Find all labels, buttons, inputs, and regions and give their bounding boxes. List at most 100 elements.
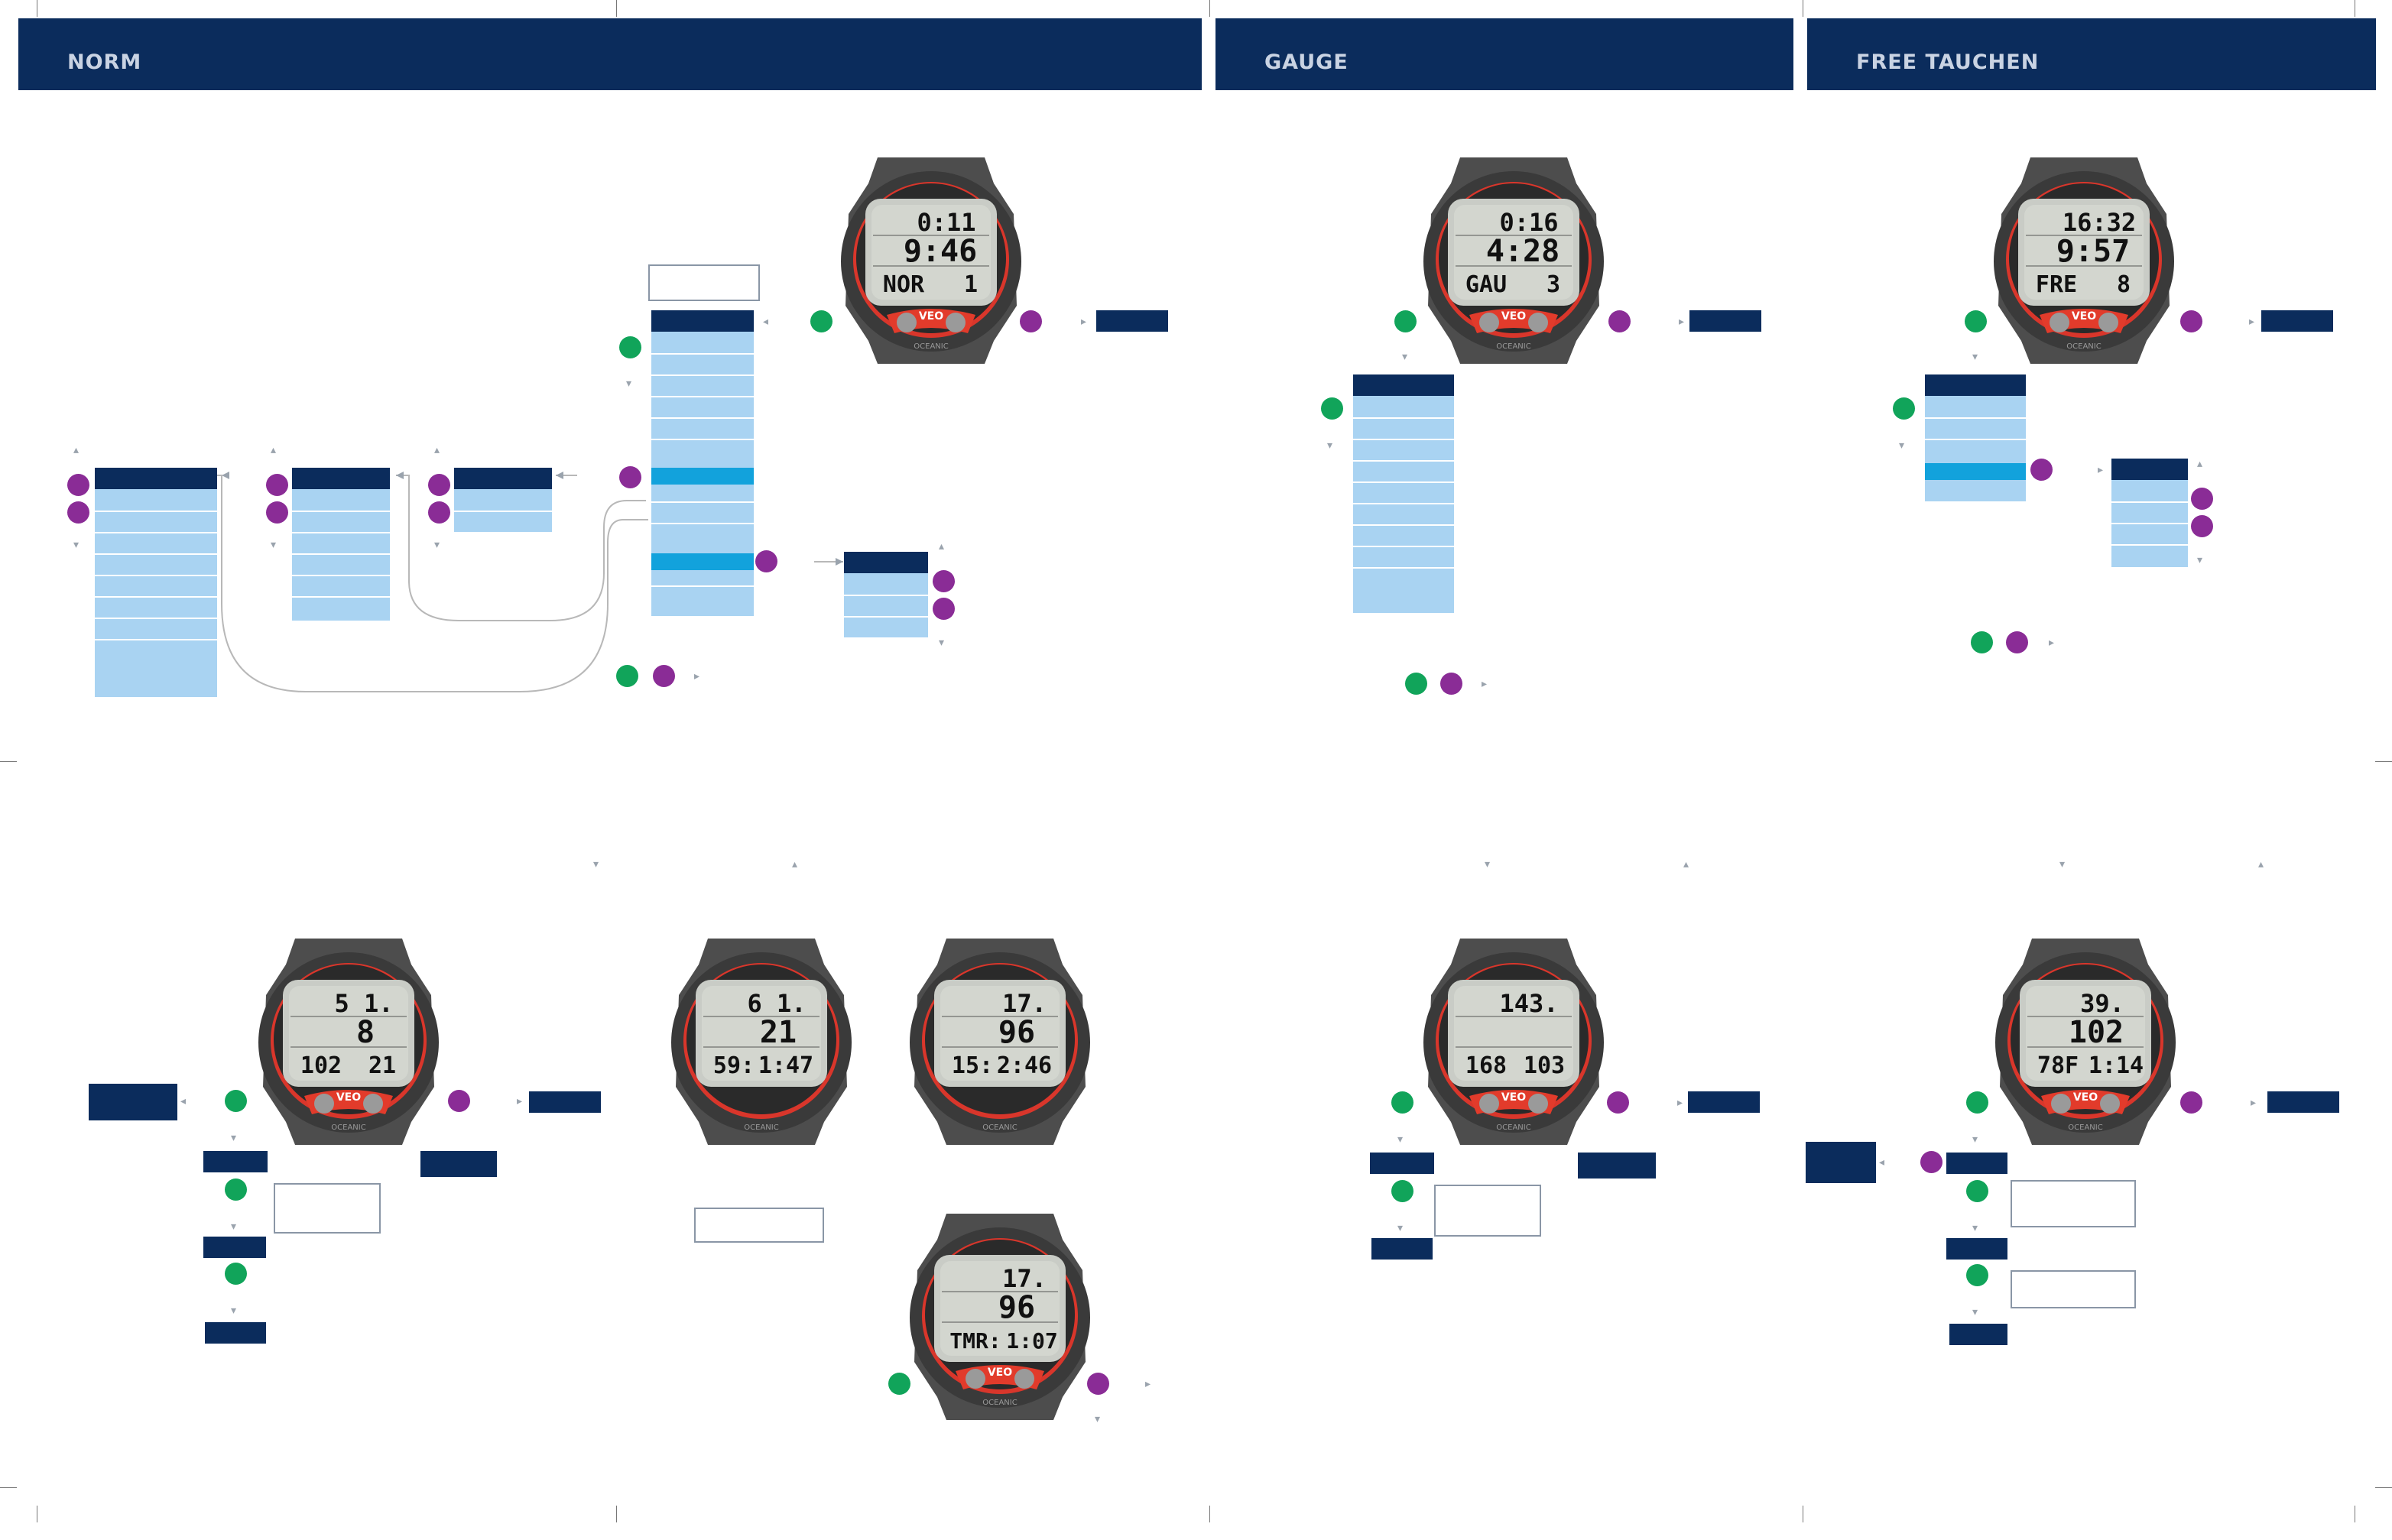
label-box (529, 1091, 601, 1113)
purple-button-icon[interactable] (448, 1090, 470, 1112)
green-button-icon[interactable] (1321, 397, 1343, 420)
purple-button-icon[interactable] (1087, 1373, 1109, 1395)
menu-divider (651, 353, 754, 355)
green-button-icon[interactable] (1966, 1180, 1988, 1202)
green-button-icon[interactable] (1966, 1264, 1988, 1286)
menu-highlight-row[interactable] (651, 553, 754, 570)
purple-button-icon[interactable] (933, 598, 955, 620)
svg-text:OCEANIC: OCEANIC (2068, 1123, 2102, 1132)
green-button-icon[interactable] (225, 1179, 247, 1201)
purple-button-icon[interactable] (1440, 673, 1462, 695)
arrow-down-icon: ▾ (1972, 351, 1978, 363)
green-button-icon[interactable] (1966, 1091, 1988, 1114)
green-button-icon[interactable] (1405, 673, 1427, 695)
purple-button-icon[interactable] (1020, 310, 1042, 332)
crop-mark (616, 1506, 617, 1522)
purple-button-icon[interactable] (653, 665, 675, 687)
green-button-icon[interactable] (1893, 397, 1915, 420)
green-button-icon[interactable] (1391, 1091, 1413, 1114)
purple-button-icon[interactable] (755, 550, 777, 572)
green-button-icon[interactable] (888, 1373, 910, 1395)
green-button-icon[interactable] (1391, 1180, 1413, 1202)
menu-divider (1925, 439, 2026, 440)
arrow-right-icon: ▸ (1679, 316, 1685, 328)
free-submenu[interactable] (2111, 459, 2188, 567)
svg-text:VEO: VEO (2073, 1091, 2098, 1104)
menu-divider (1353, 439, 1454, 440)
purple-button-icon[interactable] (1920, 1151, 1942, 1173)
menu-divider (95, 618, 217, 619)
menu-divider (292, 532, 390, 533)
menu-divider (95, 575, 217, 576)
svg-text:1:47: 1:47 (758, 1052, 813, 1079)
svg-text:VEO: VEO (2072, 310, 2096, 323)
purple-button-icon[interactable] (2030, 459, 2053, 481)
svg-text:0:11: 0:11 (917, 208, 975, 237)
svg-text:9:46: 9:46 (904, 234, 977, 269)
norm-submenu-left[interactable] (95, 468, 217, 697)
crop-mark (0, 761, 17, 762)
green-button-icon[interactable] (1965, 310, 1987, 332)
norm-main-menu[interactable] (651, 310, 754, 616)
menu-highlight-row[interactable] (651, 468, 754, 485)
svg-text:21: 21 (760, 1015, 797, 1050)
arrow-down-icon: ▾ (1972, 1306, 1978, 1318)
free-menu[interactable] (1925, 374, 2026, 501)
info-box (2011, 1270, 2136, 1308)
norm-submenu-right[interactable] (844, 552, 928, 637)
purple-button-icon[interactable] (1607, 1091, 1629, 1114)
green-button-icon[interactable] (1971, 631, 1993, 653)
label-box (2261, 310, 2333, 332)
purple-button-icon[interactable] (266, 474, 288, 496)
menu-divider (1353, 546, 1454, 547)
svg-text:OCEANIC: OCEANIC (1496, 342, 1530, 351)
menu-divider (95, 639, 217, 640)
label-box (1689, 310, 1761, 332)
green-button-icon[interactable] (225, 1263, 247, 1285)
green-button-icon[interactable] (616, 665, 638, 687)
purple-button-icon[interactable] (2180, 310, 2202, 332)
arrow-down-icon: ▾ (1402, 351, 1408, 363)
purple-button-icon[interactable] (428, 474, 450, 496)
watch-body: VEO OCEANIC 0:11 9:46 NOR 1 (841, 157, 1021, 364)
gauge-menu[interactable] (1353, 374, 1454, 613)
menu-divider (844, 616, 928, 618)
norm-submenu-middle[interactable] (292, 468, 390, 621)
purple-button-icon[interactable] (2191, 515, 2213, 537)
menu-divider (292, 575, 390, 576)
header-gauge-title: GAUGE (1264, 50, 1349, 74)
green-button-icon[interactable] (1394, 310, 1417, 332)
label-box (1370, 1153, 1434, 1174)
arrow-right-icon: ▸ (2251, 1097, 2257, 1109)
purple-button-icon[interactable] (67, 501, 89, 524)
purple-button-icon[interactable] (2180, 1091, 2202, 1114)
label-box (1946, 1153, 2007, 1174)
svg-text:15:: 15: (952, 1052, 993, 1079)
arrow-right-icon: ▸ (2249, 316, 2255, 328)
svg-text:4:28: 4:28 (1486, 234, 1560, 269)
svg-text:0:16: 0:16 (1499, 208, 1558, 237)
svg-text:1: 1 (964, 271, 978, 298)
purple-button-icon[interactable] (619, 466, 641, 488)
purple-button-icon[interactable] (1608, 310, 1631, 332)
watch-gauge-main: VEO OCEANIC 0:16 4:28 GAU 3 (1423, 157, 1604, 364)
green-button-icon[interactable] (810, 310, 832, 332)
crop-mark (2375, 761, 2392, 762)
green-button-icon[interactable] (619, 336, 641, 358)
purple-button-icon[interactable] (933, 570, 955, 592)
svg-text:21: 21 (368, 1052, 396, 1079)
arrow-left-icon: ◂ (1879, 1156, 1885, 1169)
norm-submenu-small[interactable] (454, 468, 552, 532)
purple-button-icon[interactable] (266, 501, 288, 524)
menu-highlight-row[interactable] (1925, 463, 2026, 480)
purple-button-icon[interactable] (2191, 488, 2213, 510)
green-button-icon[interactable] (225, 1090, 247, 1112)
label-box (1371, 1238, 1433, 1260)
purple-button-icon[interactable] (2006, 631, 2028, 653)
purple-button-icon[interactable] (428, 501, 450, 524)
arrow-right-icon: ▸ (2049, 637, 2055, 649)
menu-header (2111, 459, 2188, 480)
purple-button-icon[interactable] (67, 474, 89, 496)
svg-text:VEO: VEO (1501, 310, 1526, 323)
